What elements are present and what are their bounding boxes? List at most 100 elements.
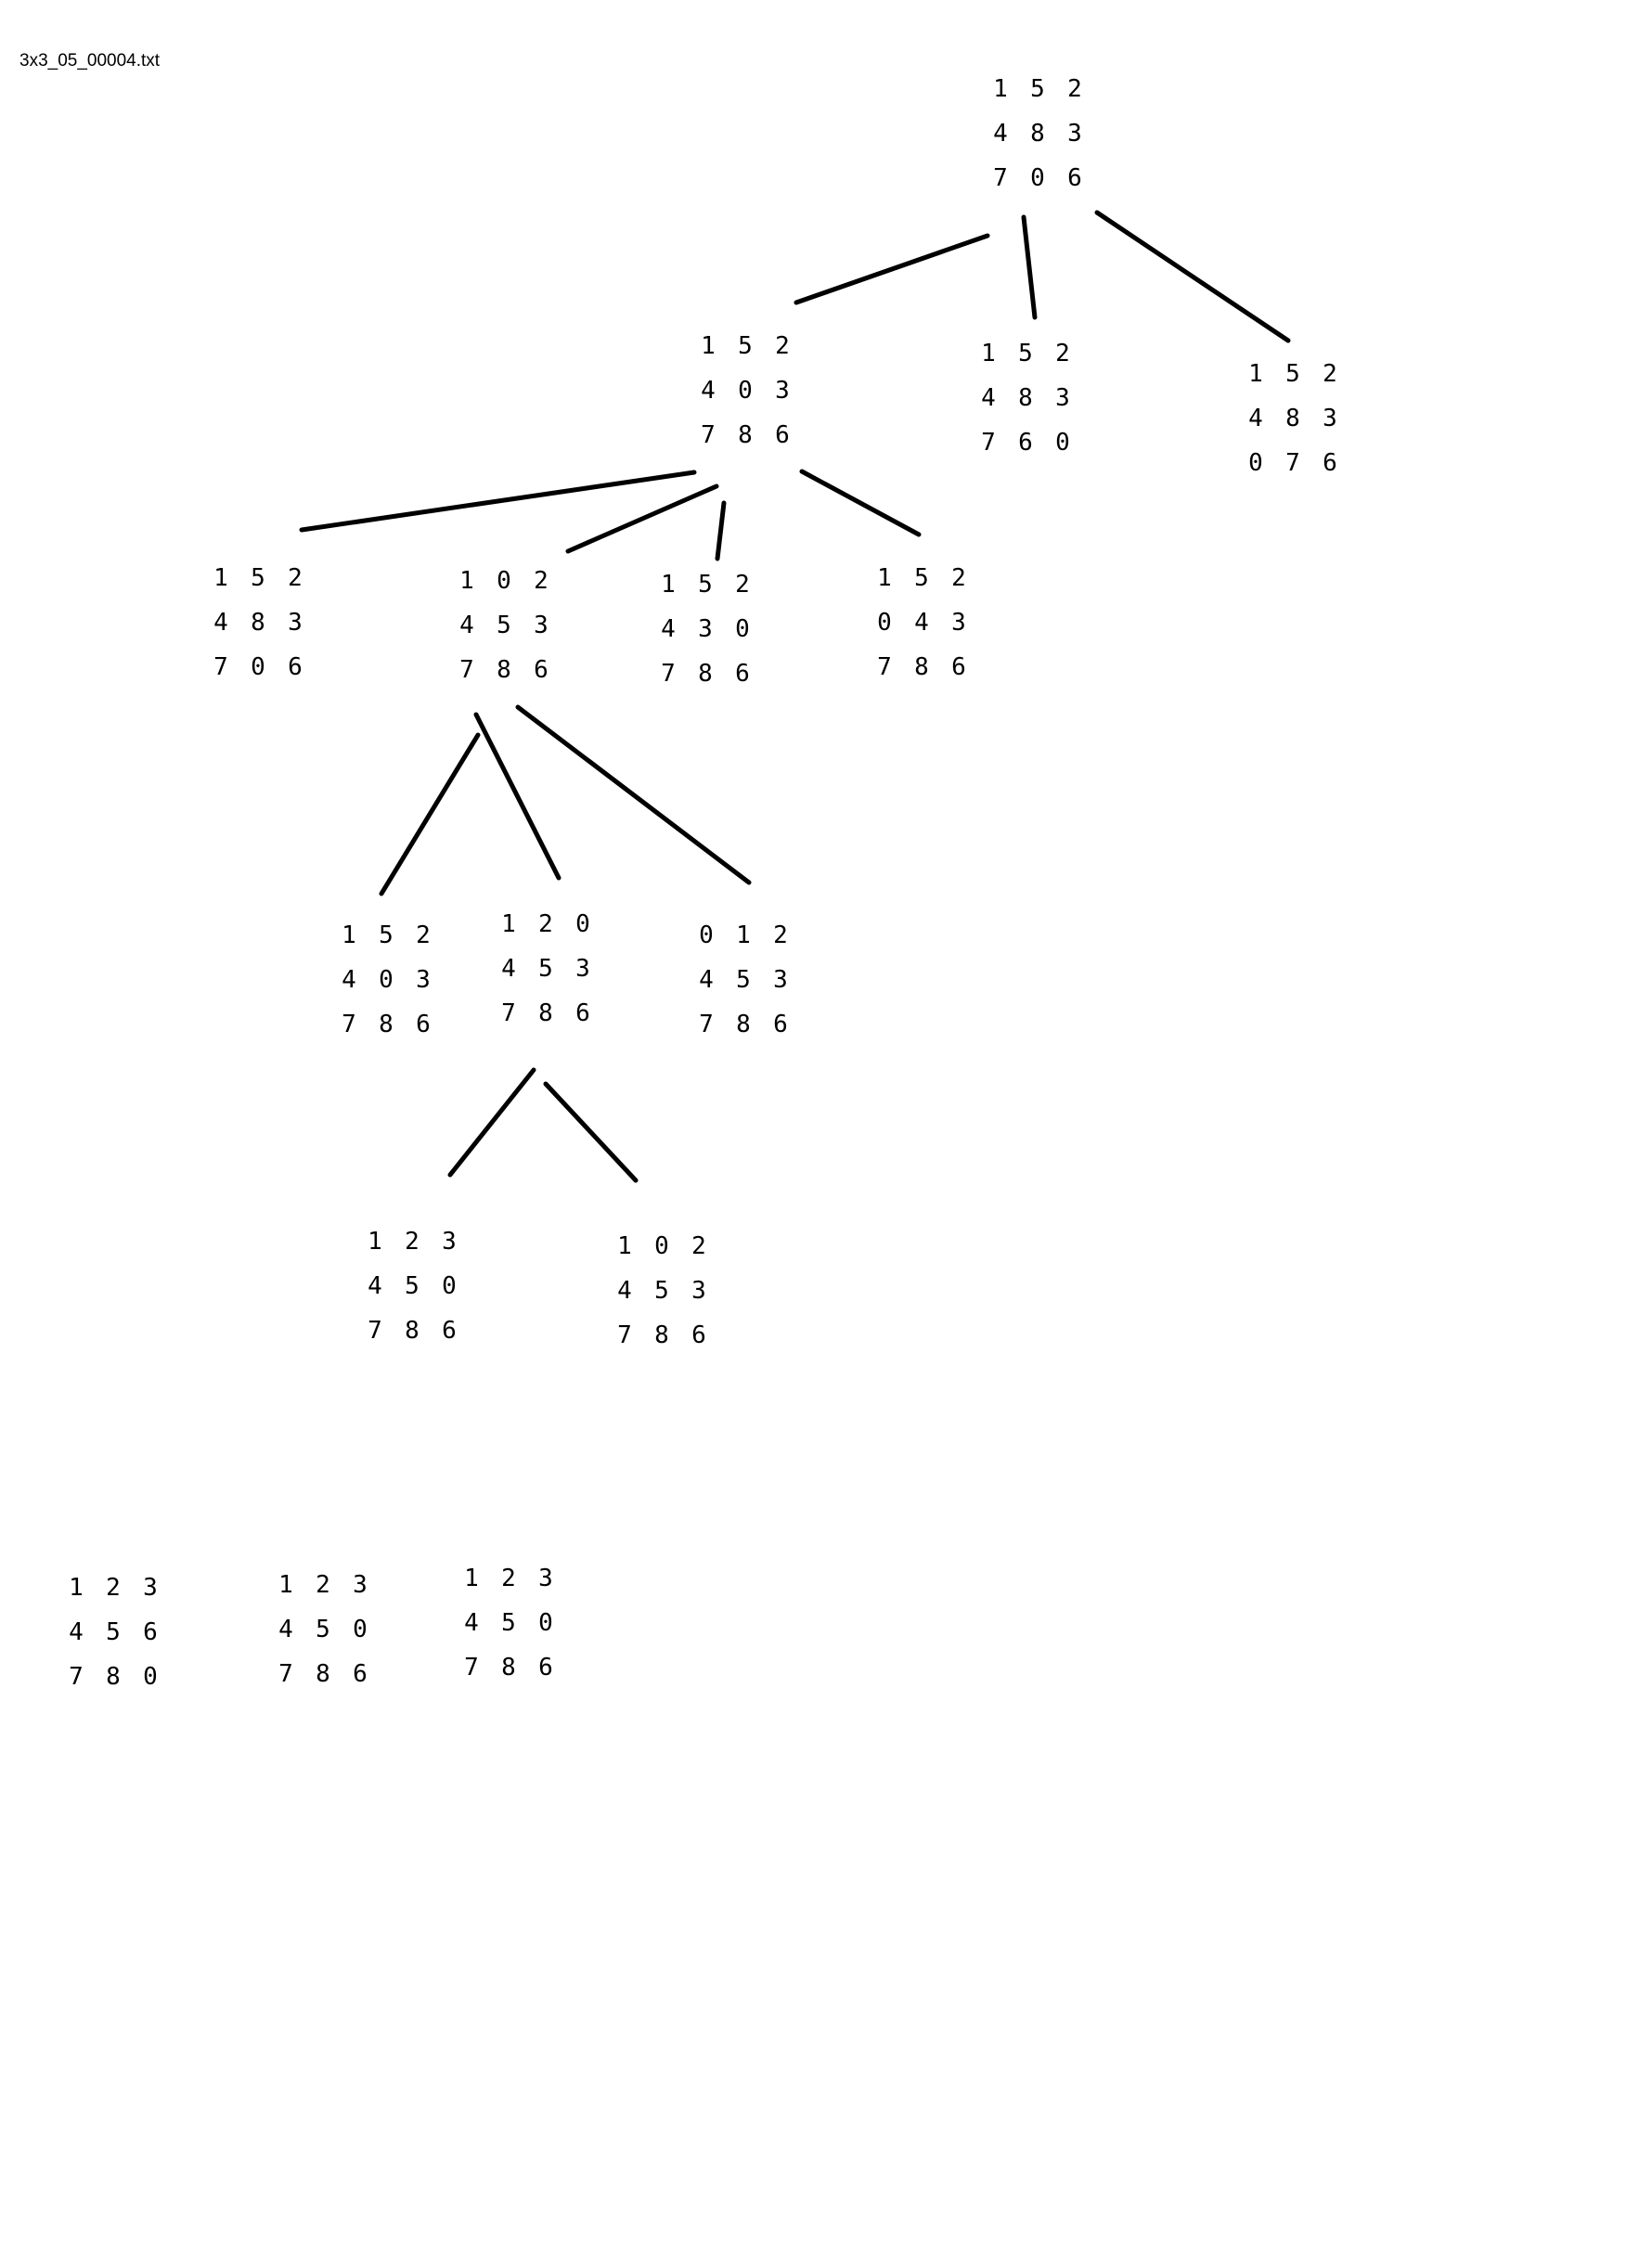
tile-r1-c0: 4 bbox=[69, 1618, 84, 1646]
tile-r0-c2: 0 bbox=[575, 910, 590, 938]
tile-r0-c0: 1 bbox=[993, 75, 1008, 103]
tile-r1-c2: 3 bbox=[951, 609, 966, 637]
tile-r0-c0: 1 bbox=[501, 910, 516, 938]
tile-r2-c2: 6 bbox=[773, 1011, 788, 1038]
tile-r1-c1: 5 bbox=[538, 955, 553, 983]
tile-r1-c2: 0 bbox=[538, 1609, 553, 1637]
edge-l3-b-to-l4-a bbox=[447, 1067, 536, 1178]
tile-r2-c0: 7 bbox=[501, 999, 516, 1027]
tile-r2-c2: 6 bbox=[534, 656, 549, 684]
tile-r0-c1: 2 bbox=[501, 1565, 516, 1592]
tile-r1-c0: 4 bbox=[699, 966, 714, 994]
tile-r1-c1: 3 bbox=[698, 615, 713, 643]
tile-r0-c0: 1 bbox=[278, 1571, 293, 1599]
tile-r2-c0: 7 bbox=[877, 653, 892, 681]
tile-r2-c0: 7 bbox=[993, 164, 1008, 192]
tile-r1-c0: 0 bbox=[877, 609, 892, 637]
tile-r2-c1: 8 bbox=[738, 421, 753, 449]
edge-l1-a-to-l2-c bbox=[715, 500, 727, 561]
tile-r0-c0: 1 bbox=[368, 1228, 382, 1256]
tile-r1-c1: 5 bbox=[501, 1609, 516, 1637]
tile-r2-c2: 0 bbox=[143, 1663, 158, 1691]
tile-r0-c1: 5 bbox=[251, 564, 265, 592]
edge-l1-a-to-l2-b bbox=[565, 483, 719, 554]
tile-r0-c2: 2 bbox=[775, 332, 790, 360]
tile-r0-c1: 5 bbox=[698, 571, 713, 599]
tile-r1-c2: 0 bbox=[442, 1272, 457, 1300]
tile-r2-c0: 7 bbox=[278, 1660, 293, 1688]
tile-r0-c0: 1 bbox=[661, 571, 676, 599]
tile-r2-c1: 8 bbox=[501, 1654, 516, 1682]
tile-r0-c2: 2 bbox=[951, 564, 966, 592]
tile-r1-c1: 8 bbox=[1285, 405, 1300, 432]
tile-r0-c1: 5 bbox=[738, 332, 753, 360]
tile-r1-c0: 4 bbox=[368, 1272, 382, 1300]
tile-r1-c1: 4 bbox=[914, 609, 929, 637]
edge-l2-b-to-l3-c bbox=[515, 704, 752, 885]
edge-l3-b-to-l4-b bbox=[543, 1081, 639, 1183]
tile-r2-c2: 6 bbox=[735, 660, 750, 688]
tile-r2-c2: 6 bbox=[442, 1317, 457, 1345]
tile-r1-c0: 4 bbox=[459, 612, 474, 639]
tile-r0-c0: 1 bbox=[617, 1232, 632, 1260]
tile-r2-c1: 6 bbox=[1018, 429, 1033, 457]
edge-l1-a-to-l2-d bbox=[799, 469, 922, 537]
tile-r2-c1: 8 bbox=[538, 999, 553, 1027]
tile-r2-c2: 6 bbox=[951, 653, 966, 681]
tile-r2-c2: 0 bbox=[1055, 429, 1070, 457]
tile-r2-c1: 8 bbox=[316, 1660, 330, 1688]
tile-r1-c2: 3 bbox=[534, 612, 549, 639]
edge-root-to-l1-a bbox=[794, 233, 990, 305]
tile-r1-c0: 4 bbox=[661, 615, 676, 643]
tile-r2-c1: 0 bbox=[251, 653, 265, 681]
tile-r0-c1: 2 bbox=[106, 1574, 121, 1602]
tile-r2-c0: 0 bbox=[1248, 449, 1263, 477]
tile-r1-c2: 3 bbox=[691, 1277, 706, 1305]
tile-r1-c0: 4 bbox=[501, 955, 516, 983]
tile-r0-c0: 1 bbox=[213, 564, 228, 592]
tile-r0-c0: 1 bbox=[342, 921, 356, 949]
tile-r0-c2: 2 bbox=[1067, 75, 1082, 103]
tile-r0-c2: 2 bbox=[773, 921, 788, 949]
tile-r0-c0: 1 bbox=[877, 564, 892, 592]
tile-r2-c1: 8 bbox=[698, 660, 713, 688]
tile-r0-c0: 1 bbox=[464, 1565, 479, 1592]
edge-root-to-l1-b bbox=[1021, 214, 1038, 320]
tile-r1-c1: 5 bbox=[106, 1618, 121, 1646]
tile-r2-c2: 6 bbox=[353, 1660, 368, 1688]
tile-r1-c2: 3 bbox=[288, 609, 303, 637]
tile-r0-c1: 5 bbox=[1030, 75, 1045, 103]
tile-r2-c2: 6 bbox=[775, 421, 790, 449]
tile-r1-c2: 3 bbox=[575, 955, 590, 983]
tile-r2-c2: 6 bbox=[1323, 449, 1337, 477]
tile-r2-c0: 7 bbox=[459, 656, 474, 684]
tile-r2-c1: 8 bbox=[654, 1321, 669, 1349]
tile-r0-c1: 5 bbox=[914, 564, 929, 592]
tile-r1-c2: 3 bbox=[773, 966, 788, 994]
tile-r1-c2: 3 bbox=[1067, 120, 1082, 148]
tile-r0-c0: 1 bbox=[981, 340, 996, 367]
tile-r2-c0: 7 bbox=[69, 1663, 84, 1691]
tile-r2-c1: 8 bbox=[106, 1663, 121, 1691]
tile-r2-c2: 6 bbox=[1067, 164, 1082, 192]
tile-r0-c0: 1 bbox=[701, 332, 716, 360]
tile-r2-c0: 7 bbox=[342, 1011, 356, 1038]
tile-r0-c2: 3 bbox=[442, 1228, 457, 1256]
tile-r0-c2: 2 bbox=[735, 571, 750, 599]
tile-r1-c0: 4 bbox=[342, 966, 356, 994]
tile-r0-c2: 3 bbox=[143, 1574, 158, 1602]
tile-r2-c1: 8 bbox=[736, 1011, 751, 1038]
tile-r1-c2: 6 bbox=[143, 1618, 158, 1646]
tile-r0-c1: 0 bbox=[497, 567, 511, 595]
tile-r2-c1: 8 bbox=[379, 1011, 394, 1038]
tile-r1-c2: 3 bbox=[775, 377, 790, 405]
tile-r0-c1: 0 bbox=[654, 1232, 669, 1260]
tile-r2-c0: 7 bbox=[617, 1321, 632, 1349]
